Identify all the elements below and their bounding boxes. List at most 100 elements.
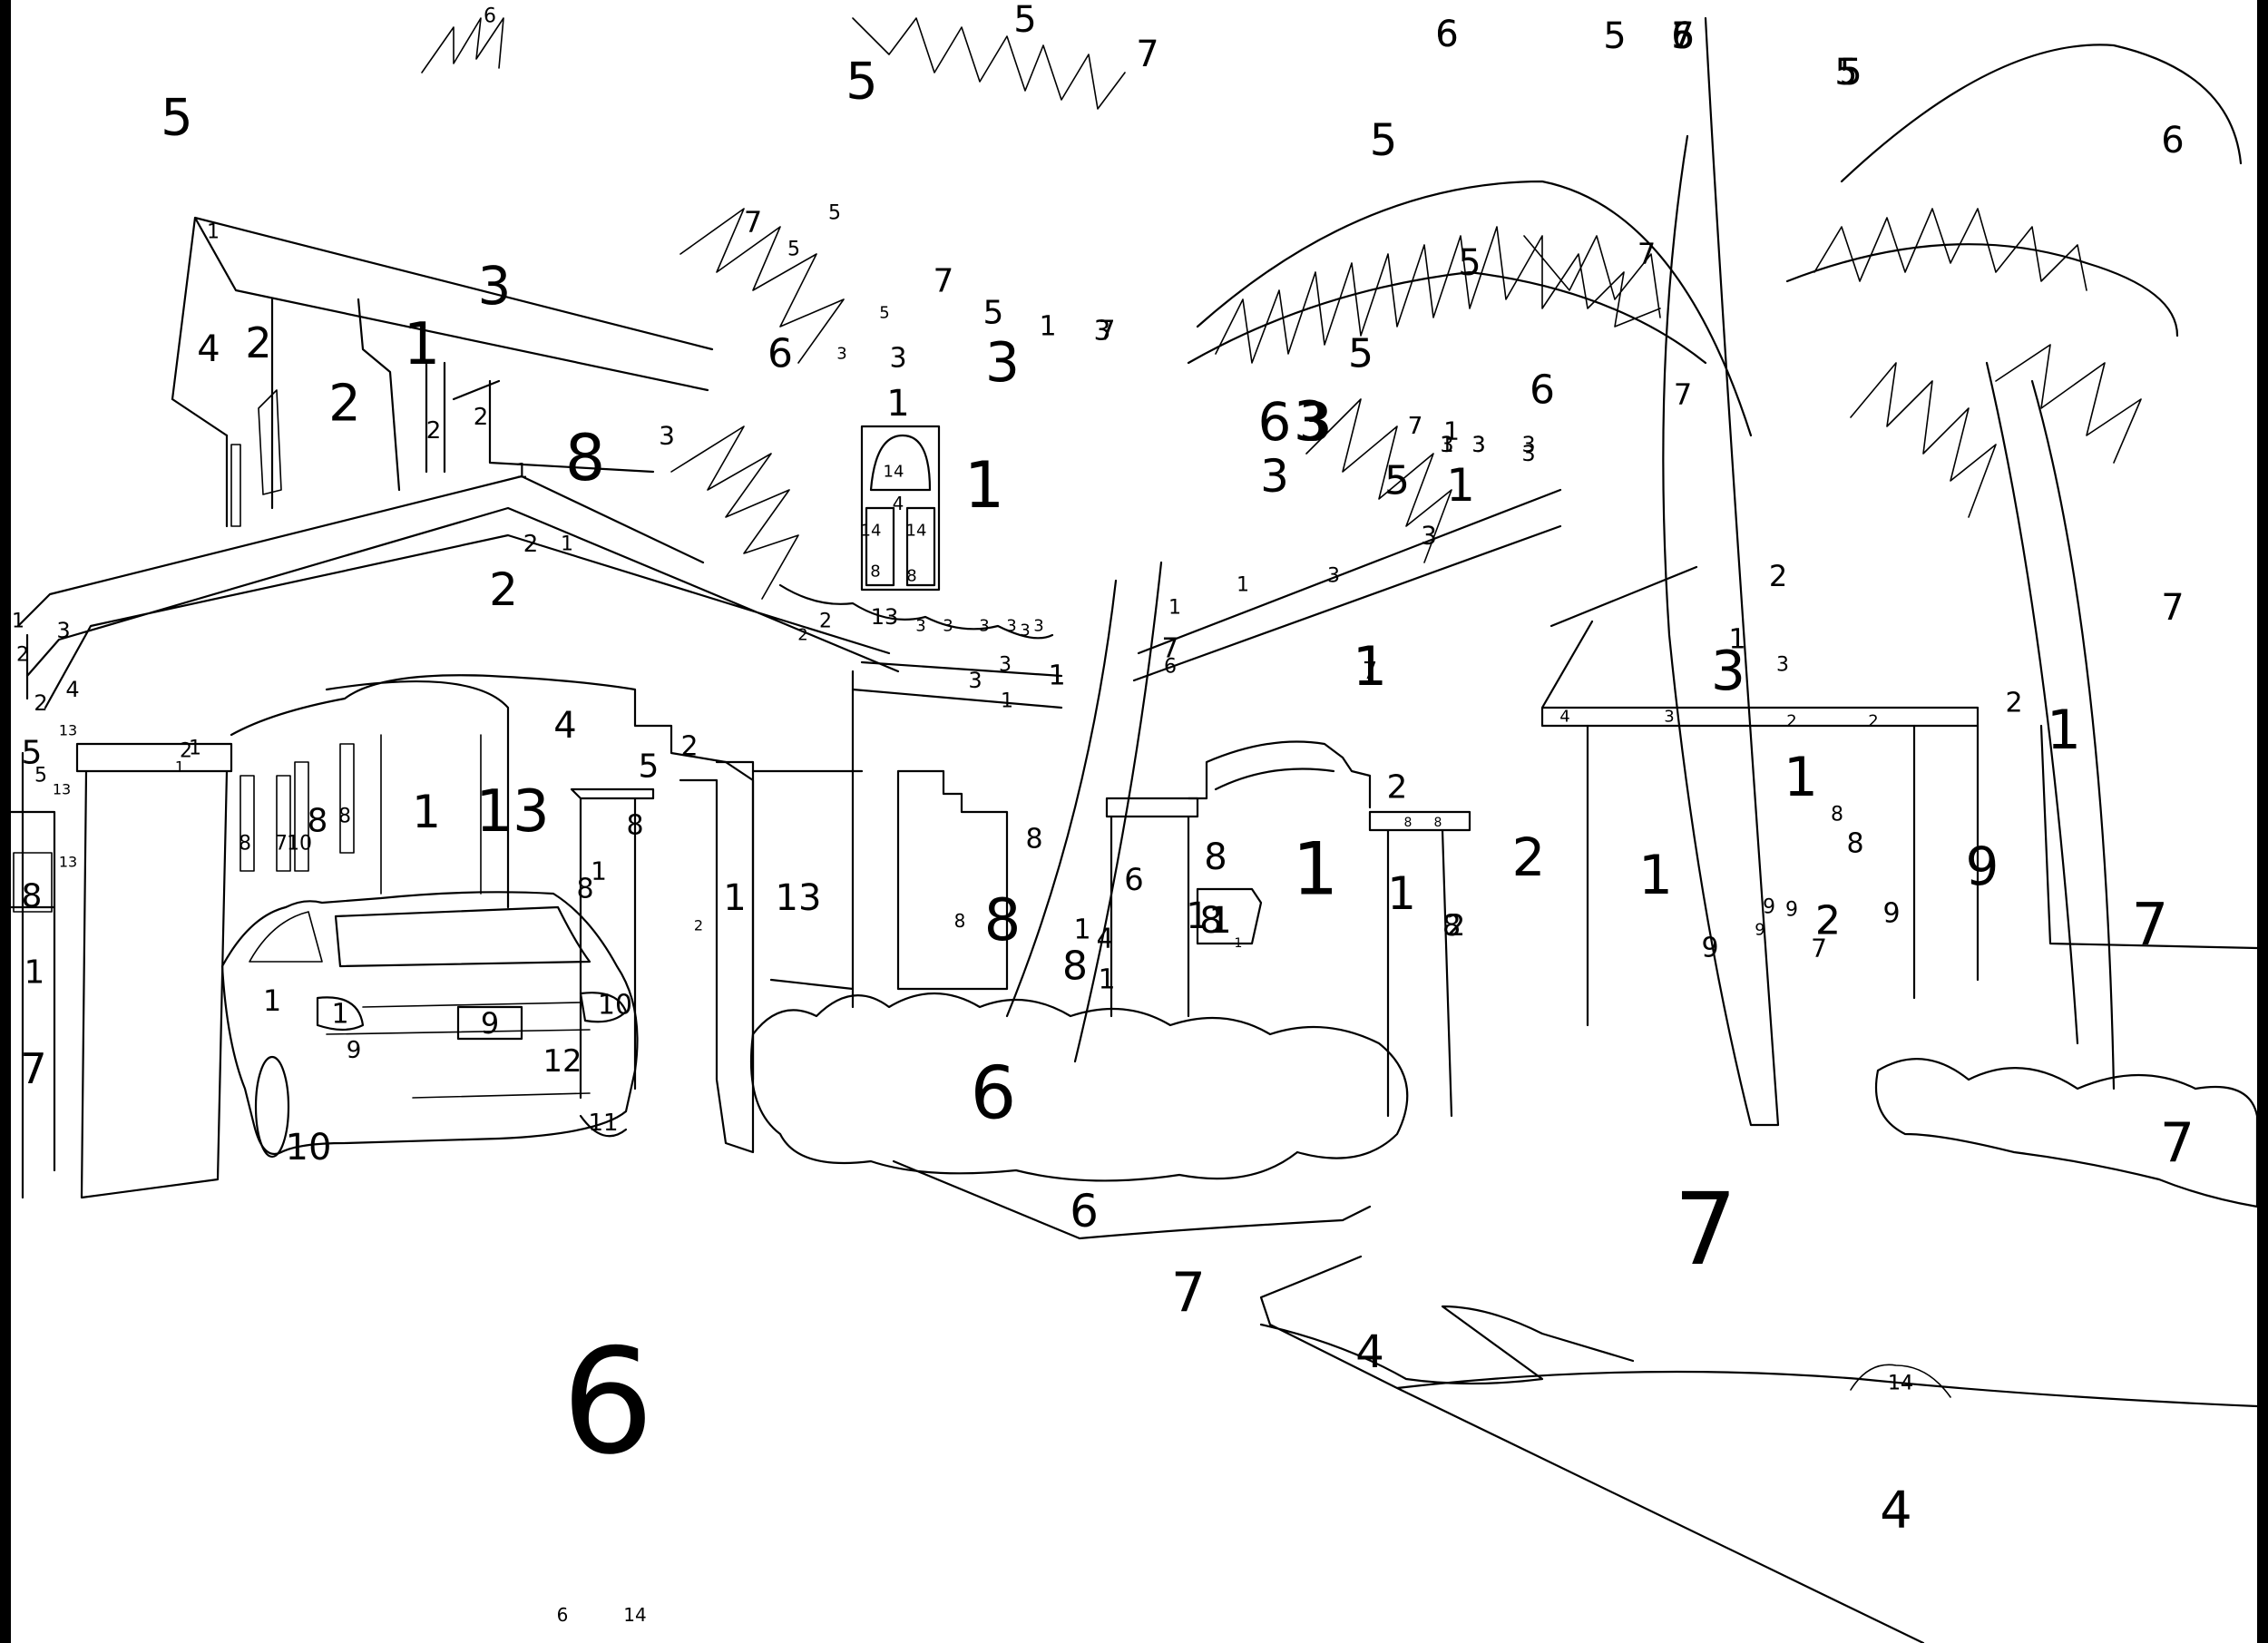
region-number-label: 2 xyxy=(34,690,47,716)
region-number-label: 8 xyxy=(1199,900,1222,942)
region-number-label: 13 xyxy=(59,722,77,739)
region-number-label: 1 xyxy=(189,738,201,760)
region-number-label: 14 xyxy=(1888,1373,1913,1395)
region-number-label: 8 xyxy=(1404,816,1413,830)
region-number-label: 2 xyxy=(523,531,539,558)
car-body xyxy=(220,891,639,1155)
region-number-label: 2 xyxy=(1815,898,1841,944)
region-number-label: 7 xyxy=(934,263,954,300)
region-number-label: 6 xyxy=(1070,1185,1099,1237)
region-number-label: 4 xyxy=(197,328,220,370)
region-number-label: 8 xyxy=(239,833,251,856)
region-number-label: 10 xyxy=(286,1127,332,1169)
upper-roof-outline xyxy=(171,216,714,437)
palm-fronds-fill xyxy=(670,17,2142,600)
region-number-label: 1 xyxy=(561,533,573,556)
region-number-label: 7 xyxy=(1671,15,1694,57)
gate-pillars xyxy=(1105,797,1471,1118)
region-number-label: 5 xyxy=(1384,458,1410,504)
region-number-label: 5 xyxy=(1348,331,1374,377)
left-plaque xyxy=(13,852,53,913)
region-number-label: 1 xyxy=(1208,900,1231,942)
region-number-label: 1 xyxy=(591,856,607,886)
small-mound xyxy=(1850,1364,1951,1398)
region-number-label: 3 xyxy=(968,668,982,693)
top-left-sprig xyxy=(421,17,504,73)
region-number-label: 3 xyxy=(478,255,512,317)
left-side-wall xyxy=(9,751,56,1199)
region-number-label: 3 xyxy=(985,331,1020,395)
region-number-label: 8 xyxy=(626,810,643,842)
region-number-label: 2 xyxy=(694,917,703,934)
region-number-label: 1 xyxy=(964,448,1005,523)
region-number-label: 13 xyxy=(776,877,822,919)
upper-house-wall xyxy=(225,298,655,528)
left-border xyxy=(0,0,11,1643)
region-number-label: 8 xyxy=(338,806,351,828)
region-number-label: 7 xyxy=(1161,633,1178,665)
region-number-label: 8 xyxy=(984,887,1022,954)
region-number-label: 7 xyxy=(2161,587,2184,629)
region-number-label: 8 xyxy=(1062,944,1088,990)
region-number-label: 5 xyxy=(828,202,841,225)
region-number-label: 7 xyxy=(1171,1261,1206,1325)
region-number-label: 5 xyxy=(1671,15,1694,57)
region-number-label: 1 xyxy=(207,221,220,244)
region-number-label: 2 xyxy=(16,644,29,667)
region-number-label: 1 xyxy=(886,383,909,425)
region-number-label: 3 xyxy=(1664,708,1674,727)
region-number-label: 9 xyxy=(481,1006,499,1041)
region-number-label: 7 xyxy=(1637,237,1656,271)
region-number-label: 14 xyxy=(623,1604,646,1626)
region-number-label: 3 xyxy=(1260,450,1289,503)
region-number-label: 13 xyxy=(53,781,71,798)
region-number-label: 5 xyxy=(879,304,889,323)
region-number-label: 1 xyxy=(331,999,348,1031)
region-number-label: 8 xyxy=(22,878,43,915)
region-number-label: 6 xyxy=(767,331,793,377)
region-number-label: 9 xyxy=(1701,933,1718,964)
region-number-label: 13 xyxy=(59,854,77,871)
region-number-label: 1 xyxy=(2047,699,2081,762)
region-number-label: 9 xyxy=(1966,836,1999,897)
region-number-label: 1 xyxy=(1235,936,1243,951)
right-house-roof xyxy=(1132,488,1980,728)
region-number-label: 6 xyxy=(1258,391,1292,453)
front-door-panels xyxy=(896,769,1263,991)
region-number-label: 7 xyxy=(2160,1111,2195,1175)
region-number-label: 1 xyxy=(1039,311,1056,343)
region-number-label: 6 xyxy=(1530,367,1555,414)
region-number-label: 3 xyxy=(1093,316,1110,347)
region-number-label: 3 xyxy=(1299,391,1333,453)
region-number-label: 6 xyxy=(971,1051,1017,1136)
region-number-label: 5 xyxy=(1839,52,1862,93)
region-number-label: 6 xyxy=(1435,14,1458,55)
region-number-label: 2 xyxy=(1786,712,1796,731)
region-number-label: 2 xyxy=(489,563,518,616)
region-number-label: 2 xyxy=(1447,908,1465,943)
region-number-label: 1 xyxy=(1387,867,1416,920)
region-number-label: 4 xyxy=(65,677,79,702)
palm-fronds-top xyxy=(1187,44,2243,437)
region-number-label: 1 xyxy=(1443,416,1460,446)
car-rear-window xyxy=(334,905,591,968)
garage-arch xyxy=(230,674,755,1081)
region-number-label: 1 xyxy=(515,461,528,484)
region-number-label: 4 xyxy=(893,493,904,514)
region-number-label: 13 xyxy=(871,604,899,630)
right-house-wall xyxy=(1586,724,2259,1027)
region-number-label: 2 xyxy=(180,740,192,763)
region-number-label: 3 xyxy=(1033,617,1043,636)
region-number-label: 1 xyxy=(12,611,24,633)
region-number-label: 3 xyxy=(1421,521,1437,551)
region-number-label: 7 xyxy=(1674,377,1692,412)
region-number-label: 3 xyxy=(1294,390,1328,454)
region-number-label: 2 xyxy=(819,611,832,633)
region-number-label: 4 xyxy=(553,705,576,747)
region-number-label: 3 xyxy=(943,617,953,636)
region-number-label: 13 xyxy=(475,778,549,846)
region-number-label: 7 xyxy=(2132,892,2169,959)
region-number-label: 3 xyxy=(1440,432,1453,457)
